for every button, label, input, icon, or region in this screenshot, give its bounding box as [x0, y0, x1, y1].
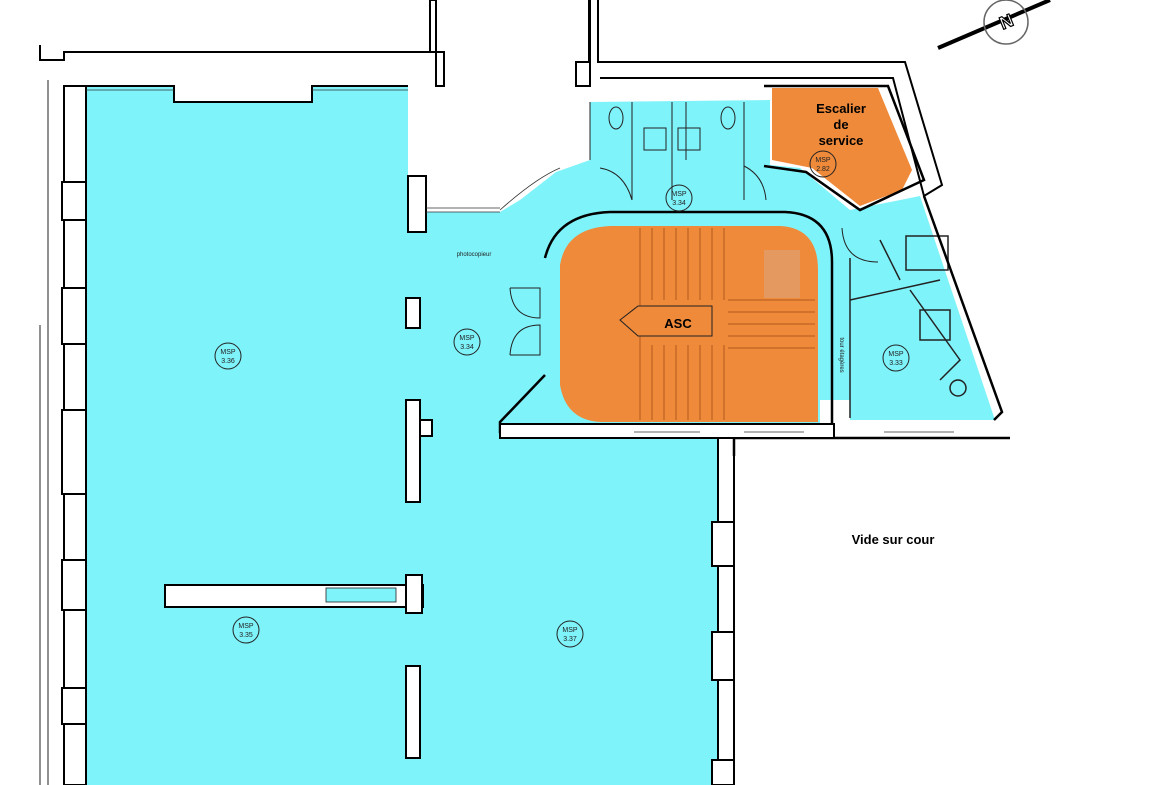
- upper-wall-top-left: [39, 0, 445, 87]
- svg-text:3.34: 3.34: [672, 200, 686, 207]
- upper-wall-right: [597, 0, 944, 198]
- svg-text:MSP: MSP: [562, 627, 578, 634]
- svg-text:3.35: 3.35: [239, 632, 253, 639]
- label-asc: ASC: [664, 316, 692, 331]
- escalier-outline: [763, 84, 926, 212]
- svg-text:3.33: 3.33: [889, 360, 903, 367]
- upper-wall-left: [429, 0, 445, 87]
- stair-bottom-wall: [499, 423, 835, 439]
- label-photocopieur: photocopieur: [457, 252, 492, 258]
- label-escalier-1: Escalier: [816, 101, 866, 116]
- toilet-partitions: [589, 102, 767, 201]
- room-tag-msp-3-33: MSP 3.33: [882, 344, 910, 372]
- svg-text:MSP: MSP: [888, 351, 904, 358]
- svg-text:MSP: MSP: [220, 349, 236, 356]
- right-service-room-walls: [849, 235, 967, 418]
- left-wall: [61, 85, 87, 785]
- right-outer-wall: [922, 195, 1004, 421]
- upper-wall-middle: [575, 0, 591, 87]
- main-room-top-wall: [86, 85, 408, 103]
- label-tour-etageres: tour étagères: [838, 337, 844, 372]
- room-tag-msp-3-34-toilets: MSP 3.34: [665, 184, 693, 212]
- doors: [509, 227, 879, 356]
- stair-core-outline: [498, 210, 834, 434]
- svg-text:MSP: MSP: [238, 623, 254, 630]
- svg-text:3.36: 3.36: [221, 358, 235, 365]
- left-facade-line: [39, 80, 49, 785]
- room-tag-msp-2-82: MSP 2.82: [809, 150, 837, 178]
- windows: [86, 89, 954, 433]
- svg-text:MSP: MSP: [815, 157, 831, 164]
- svg-text:3.37: 3.37: [563, 636, 577, 643]
- svg-text:3.34: 3.34: [460, 344, 474, 351]
- shelf-hatch: [325, 587, 397, 603]
- room-tag-msp-3-35: MSP 3.35: [232, 616, 260, 644]
- svg-text:2.82: 2.82: [816, 166, 830, 173]
- courtyard-edge: [732, 436, 1010, 456]
- room-tag-msp-3-34-main: MSP 3.34: [453, 328, 481, 356]
- room-tag-msp-3-37: MSP 3.37: [556, 620, 584, 648]
- svg-text:MSP: MSP: [459, 335, 475, 342]
- room-tag-msp-3-36: MSP 3.36: [214, 342, 242, 370]
- stair-treads: [639, 228, 815, 420]
- label-escalier-2: de: [833, 117, 848, 132]
- stair-shaft-gray: [764, 250, 800, 298]
- north-arrow-icon: N: [937, 0, 1051, 50]
- right-lower-wall: [711, 437, 735, 785]
- label-vide-sur-cour: Vide sur cour: [852, 532, 935, 547]
- escalier-de-service: [772, 88, 912, 206]
- label-escalier-3: service: [819, 133, 864, 148]
- svg-text:MSP: MSP: [671, 191, 687, 198]
- elevator-box: [619, 305, 713, 337]
